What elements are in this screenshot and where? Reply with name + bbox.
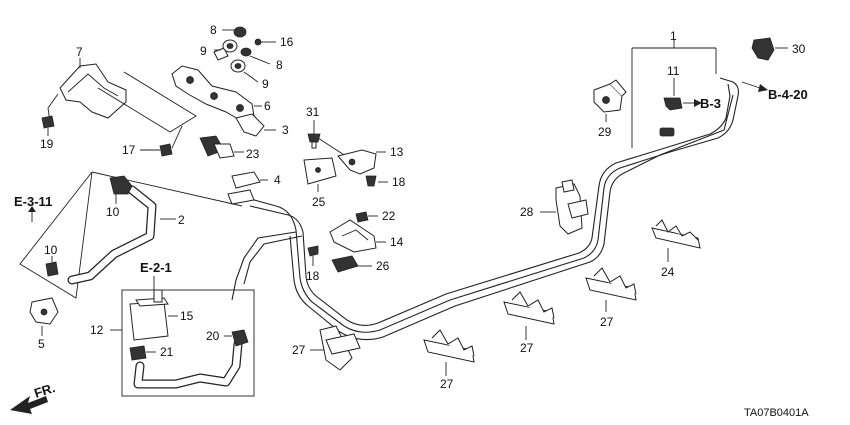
part-9-grommet-a xyxy=(214,39,238,53)
part-number-25: 25 xyxy=(312,195,326,209)
part-19-nut xyxy=(41,115,55,136)
part-number-5: 5 xyxy=(38,337,45,351)
part-5-clip xyxy=(29,297,59,336)
part-number-8b: 8 xyxy=(276,58,283,72)
part-3-clip xyxy=(235,113,276,137)
ref-e311-lines xyxy=(28,206,36,222)
part-number-9a: 9 xyxy=(200,44,207,58)
ref-b420-label: B-4-20 xyxy=(768,87,808,102)
part-12-assembly xyxy=(110,289,255,397)
part-number-16: 16 xyxy=(280,35,294,49)
part-30-clip xyxy=(751,37,788,61)
ref-e21-label: E-2-1 xyxy=(140,260,172,275)
part-number-14: 14 xyxy=(390,235,404,249)
ref-b3-label: B-3 xyxy=(700,96,721,111)
part-28-clamp xyxy=(540,179,589,235)
clamp-27-d xyxy=(310,325,361,371)
part-number-27c: 27 xyxy=(440,377,454,391)
part-29-clip xyxy=(593,79,627,122)
part-18-bolt-lower xyxy=(307,245,319,266)
part-number-18b: 18 xyxy=(306,269,320,283)
part-number-2: 2 xyxy=(178,213,185,227)
part-number-9b: 9 xyxy=(262,77,269,91)
part-number-1: 1 xyxy=(670,29,677,43)
part-number-21: 21 xyxy=(160,345,174,359)
part-number-26: 26 xyxy=(376,259,390,273)
part-number-27d: 27 xyxy=(292,343,306,357)
part-number-27b: 27 xyxy=(520,341,534,355)
part-number-23: 23 xyxy=(246,147,260,161)
part-number-20: 20 xyxy=(206,329,220,343)
part-8-cap-b xyxy=(240,47,271,65)
ref-e311-label: E-3-11 xyxy=(14,194,52,209)
part-number-11: 11 xyxy=(667,64,680,78)
bracket-assembly-6 xyxy=(171,47,262,121)
part-25-clip xyxy=(303,157,337,192)
part-8-cap-a xyxy=(222,26,247,38)
part-number-22: 22 xyxy=(382,209,396,223)
part-number-29: 29 xyxy=(598,125,612,139)
part-number-28: 28 xyxy=(520,205,534,219)
part-16-nut xyxy=(254,38,276,46)
part-9-grommet-b xyxy=(230,59,259,83)
part-number-17: 17 xyxy=(122,143,136,157)
part-number-10b: 10 xyxy=(44,243,58,257)
part-number-4: 4 xyxy=(274,173,281,187)
part-22-clip xyxy=(355,211,378,223)
part-7-bracket xyxy=(59,58,127,119)
hose-2-assembly xyxy=(19,171,243,299)
part-number-10a: 10 xyxy=(106,205,120,219)
part-17-bolt xyxy=(140,125,183,157)
front-direction-arrow xyxy=(10,396,48,414)
part-24-clamp xyxy=(651,219,701,262)
part-number-24: 24 xyxy=(661,265,675,279)
diagram-code: TA07B0401A xyxy=(744,407,809,419)
front-label: FR. xyxy=(32,380,57,401)
part-number-8a: 8 xyxy=(210,23,217,37)
part-number-15: 15 xyxy=(180,309,194,323)
part-number-31: 31 xyxy=(306,105,320,119)
pipe-clip-upper xyxy=(659,127,675,137)
part-number-13: 13 xyxy=(390,145,404,159)
part-number-3: 3 xyxy=(282,123,289,137)
clamp-27-b xyxy=(503,291,555,340)
part-11-clip xyxy=(663,78,702,111)
part-number-12: 12 xyxy=(90,323,104,337)
part-13-bracket xyxy=(337,149,386,175)
part-number-18a: 18 xyxy=(392,175,406,189)
part-26-grommet xyxy=(331,255,372,273)
part-number-30: 30 xyxy=(792,42,806,56)
clamp-27-c xyxy=(423,329,475,376)
part-18-bolt-upper xyxy=(365,175,388,187)
part-4-clip xyxy=(227,171,268,205)
part-number-7: 7 xyxy=(76,45,83,59)
part-number-6: 6 xyxy=(264,99,271,113)
part-23-clamp xyxy=(199,135,244,159)
part-number-19: 19 xyxy=(40,137,54,151)
part-14-grommet xyxy=(329,219,386,253)
clamp-27-a xyxy=(585,267,637,312)
part-1-leader xyxy=(631,40,768,148)
part-number-27a: 27 xyxy=(600,315,614,329)
